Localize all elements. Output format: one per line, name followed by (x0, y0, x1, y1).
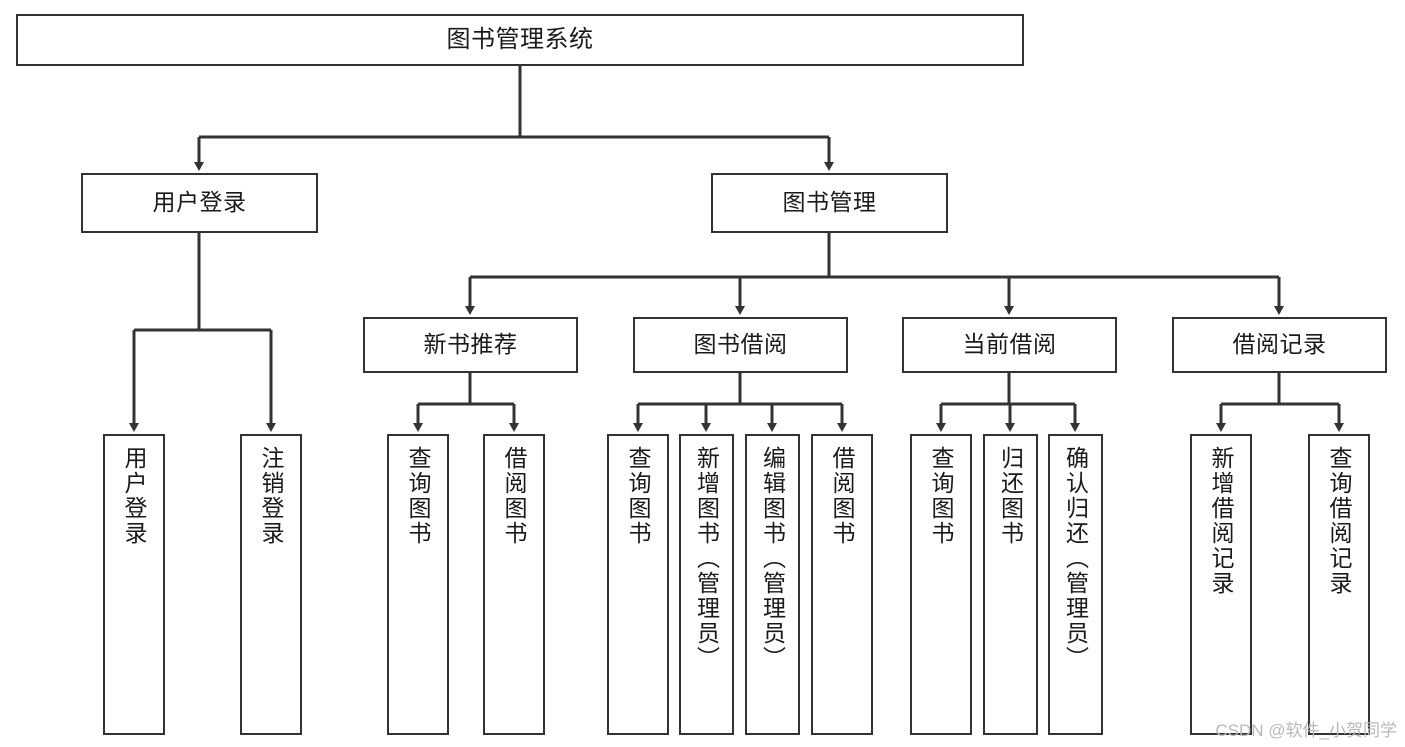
node-label: 图书管理 (782, 189, 877, 216)
node-label: 借阅图书 (501, 446, 528, 546)
node-label: 编辑图书（管理员） (759, 446, 786, 671)
node-label: 注销登录 (258, 446, 285, 546)
node-leaf-query-book-2[interactable]: 查询图书 (607, 434, 669, 735)
node-user-login[interactable]: 用户登录 (81, 173, 318, 233)
node-root[interactable]: 图书管理系统 (16, 14, 1024, 66)
node-label: 查询图书 (625, 446, 652, 546)
node-label: 图书管理系统 (446, 25, 594, 53)
node-label: 查询借阅记录 (1326, 446, 1353, 596)
node-leaf-query-book-1[interactable]: 查询图书 (387, 434, 449, 735)
node-book-borrow[interactable]: 图书借阅 (633, 317, 848, 373)
node-leaf-add-record[interactable]: 新增借阅记录 (1190, 434, 1252, 735)
node-leaf-return-book[interactable]: 归还图书 (983, 434, 1038, 735)
node-borrow-record[interactable]: 借阅记录 (1172, 317, 1387, 373)
node-label: 借阅图书 (829, 446, 856, 546)
node-label: 查询图书 (928, 446, 955, 546)
node-leaf-query-book-3[interactable]: 查询图书 (910, 434, 972, 735)
node-book-manage[interactable]: 图书管理 (711, 173, 948, 233)
node-label: 新书推荐 (423, 331, 518, 358)
node-label: 当前借阅 (962, 331, 1057, 358)
node-leaf-edit-book[interactable]: 编辑图书（管理员） (745, 434, 800, 735)
node-label: 新增借阅记录 (1208, 446, 1235, 596)
node-label: 用户登录 (152, 189, 247, 216)
node-label: 确认归还（管理员） (1062, 446, 1089, 671)
node-leaf-borrow-book-2[interactable]: 借阅图书 (811, 434, 873, 735)
node-label: 查询图书 (405, 446, 432, 546)
node-label: 图书借阅 (693, 331, 788, 358)
node-leaf-user-login[interactable]: 用户登录 (103, 434, 165, 735)
node-leaf-logout[interactable]: 注销登录 (240, 434, 302, 735)
node-label: 用户登录 (121, 446, 148, 546)
node-leaf-confirm-return[interactable]: 确认归还（管理员） (1048, 434, 1103, 735)
node-new-book-rec[interactable]: 新书推荐 (363, 317, 578, 373)
node-leaf-query-record[interactable]: 查询借阅记录 (1308, 434, 1370, 735)
node-current-borrow[interactable]: 当前借阅 (902, 317, 1117, 373)
watermark-text: CSDN @软件_小贺同学 (1215, 721, 1397, 740)
node-leaf-add-book[interactable]: 新增图书（管理员） (679, 434, 734, 735)
node-leaf-borrow-book-1[interactable]: 借阅图书 (483, 434, 545, 735)
node-label: 归还图书 (997, 446, 1024, 546)
node-label: 借阅记录 (1232, 331, 1327, 358)
node-label: 新增图书（管理员） (693, 446, 720, 671)
